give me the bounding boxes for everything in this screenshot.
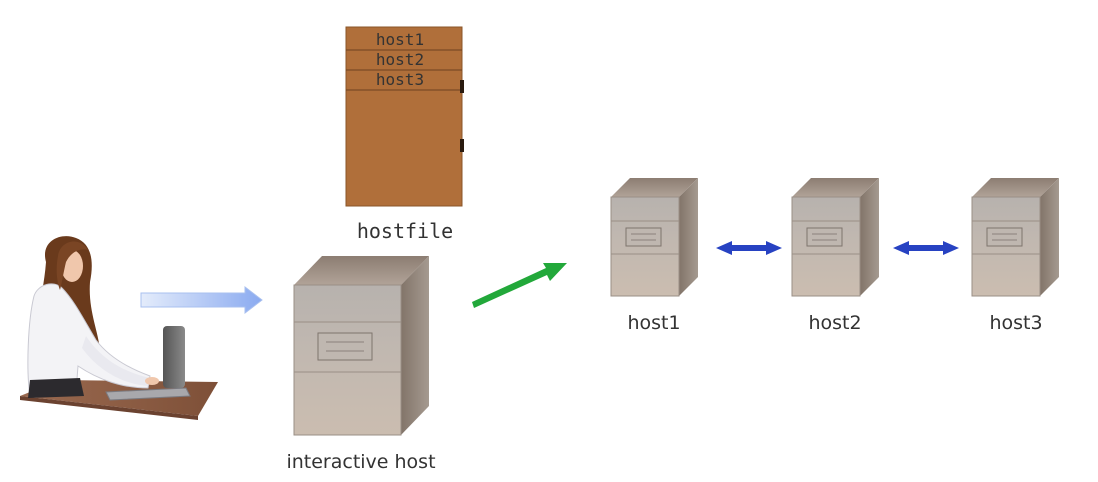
- laptop-screen: [163, 326, 185, 388]
- hostfile-hinge: [460, 80, 464, 93]
- hostfile-line-1: host1: [376, 30, 424, 49]
- server-top: [294, 256, 429, 285]
- hand: [145, 377, 159, 385]
- skirt: [28, 378, 84, 398]
- server-drive-bay: [317, 332, 373, 361]
- server-tower-icon: [791, 178, 879, 297]
- server-side: [401, 256, 429, 435]
- server-top: [972, 178, 1059, 197]
- server-top: [611, 178, 698, 197]
- link-arrow-host2-host3: [893, 241, 959, 255]
- server-side: [1040, 178, 1059, 296]
- server-side: [679, 178, 698, 296]
- hostfile-line-3: host3: [376, 70, 424, 89]
- server-drive-bay: [806, 227, 843, 247]
- host1-caption: host1: [627, 312, 680, 334]
- hostfile-document-icon: [345, 26, 463, 207]
- desk-edge: [20, 396, 198, 420]
- person-at-laptop-icon: [20, 236, 218, 420]
- host2-caption: host2: [808, 312, 861, 334]
- server-side: [860, 178, 879, 296]
- hostfile-line-2: host2: [376, 50, 424, 69]
- hair-front: [56, 241, 88, 290]
- hostfile-document: host1 host2 host3: [345, 26, 464, 207]
- server-tower-icon: [971, 178, 1059, 297]
- host3-caption: host3: [989, 312, 1042, 334]
- link-arrow-host1-host2: [716, 241, 782, 255]
- hostfile-caption: hostfile: [357, 219, 453, 243]
- launch-arrow: [472, 263, 567, 308]
- server-drive-bay: [986, 227, 1023, 247]
- laptop-base: [105, 387, 191, 401]
- interactive-host-caption: interactive host: [286, 451, 435, 473]
- arm: [82, 336, 150, 386]
- server-tower-icon: [610, 178, 698, 297]
- server-tower-icon: [293, 256, 429, 436]
- hostfile-hinge: [460, 139, 464, 152]
- user-to-host-arrow: [140, 285, 263, 315]
- server-top: [792, 178, 879, 197]
- server-drive-bay: [625, 227, 662, 247]
